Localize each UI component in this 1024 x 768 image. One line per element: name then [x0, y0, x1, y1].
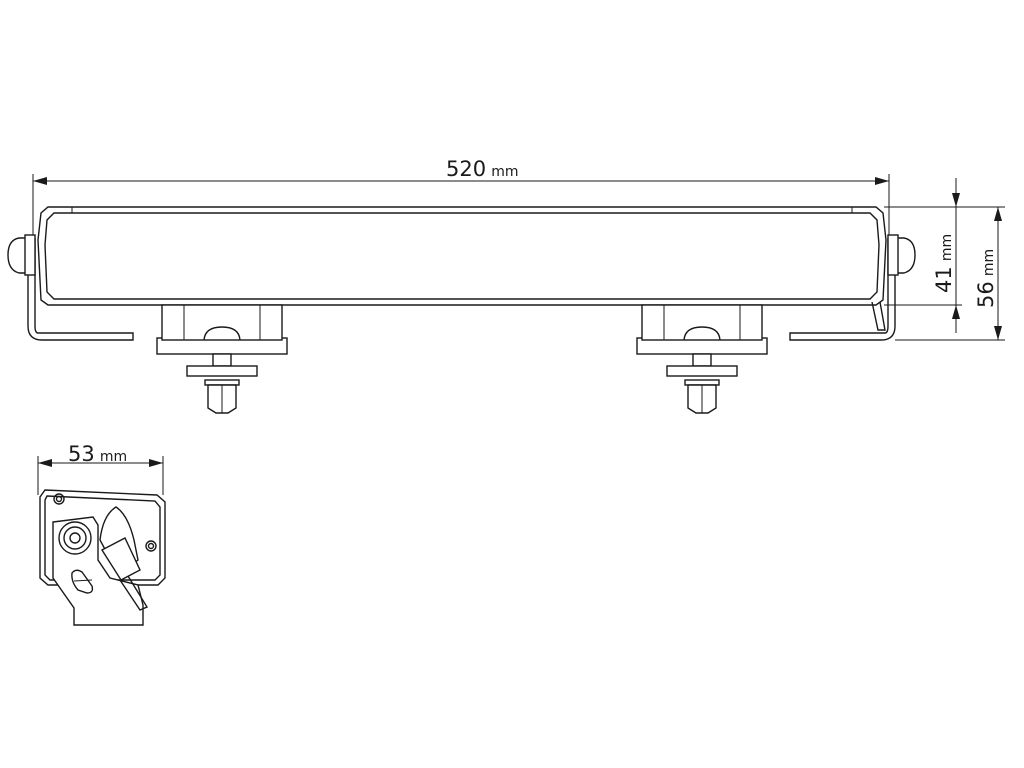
height-dimensions: 41 mm 56 mm — [884, 178, 1005, 341]
light-bar-front-view — [7, 206, 916, 414]
depth-dimension: 53 mm — [37, 442, 164, 495]
length-dimension: 520 mm — [32, 157, 890, 245]
length-value: 520 mm — [446, 157, 518, 181]
light-bar-side-view — [39, 489, 166, 626]
mount-left — [156, 304, 288, 414]
mount-right — [636, 304, 768, 414]
depth-value: 53 mm — [68, 442, 127, 466]
height-body-value: 41 mm — [932, 234, 956, 293]
height-total-value: 56 mm — [974, 249, 998, 308]
